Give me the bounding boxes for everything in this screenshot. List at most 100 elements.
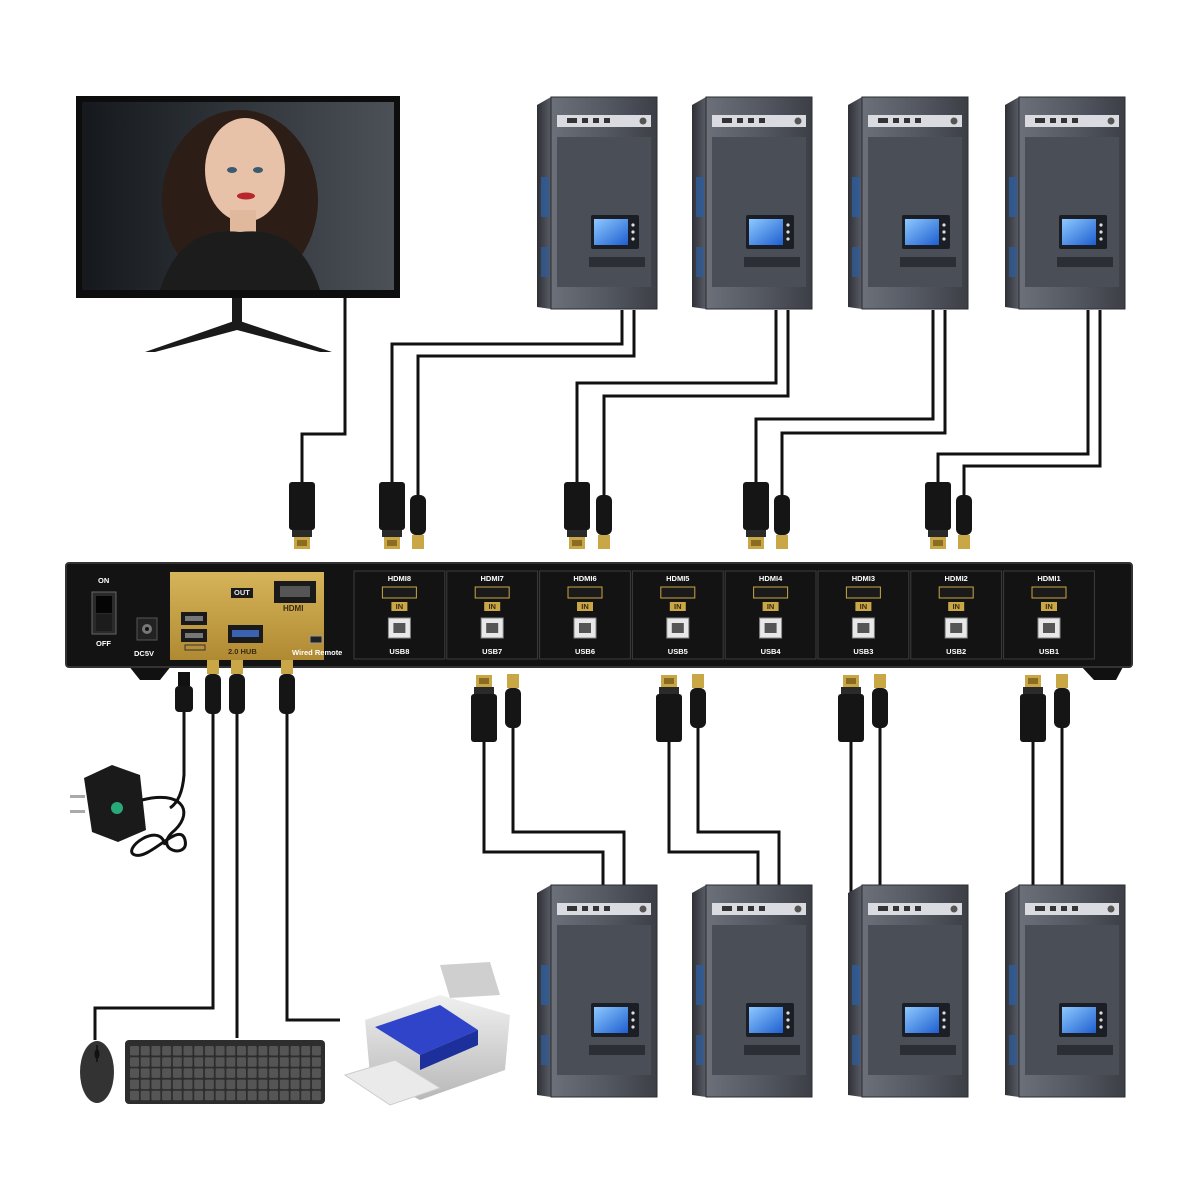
mouse bbox=[80, 1041, 114, 1103]
keyboard-key bbox=[258, 1068, 268, 1078]
keyboard-key bbox=[311, 1046, 321, 1056]
top-plugs bbox=[289, 482, 972, 549]
keyboard-key bbox=[258, 1057, 268, 1067]
monitor bbox=[76, 96, 400, 352]
keyboard-key bbox=[172, 1090, 182, 1101]
port-group-1 bbox=[353, 570, 446, 660]
printer bbox=[343, 962, 510, 1106]
keyboard-key bbox=[151, 1090, 161, 1101]
keyboard-key bbox=[269, 1057, 279, 1067]
keyboard-key bbox=[290, 1079, 300, 1090]
keyboard-key bbox=[311, 1090, 321, 1101]
port-group-4 bbox=[631, 570, 724, 660]
port-group-8 bbox=[1003, 570, 1095, 660]
usb-b-socket bbox=[579, 623, 591, 633]
in-badge bbox=[948, 602, 965, 611]
keyboard-key bbox=[215, 1046, 225, 1056]
in-badge bbox=[762, 602, 779, 611]
bottom-cables bbox=[482, 728, 1064, 925]
computer-top-2 bbox=[691, 96, 813, 310]
keyboard-key bbox=[140, 1068, 150, 1078]
hdmi-out-label: HDMI bbox=[283, 604, 304, 613]
keyboard-key bbox=[301, 1079, 311, 1090]
keyboard-key bbox=[247, 1046, 257, 1056]
usb-b-socket bbox=[857, 623, 870, 633]
keyboard-key bbox=[183, 1046, 193, 1056]
power-off-label: OFF bbox=[96, 639, 111, 648]
keyboard-key bbox=[172, 1068, 182, 1078]
computer-top-4 bbox=[1004, 96, 1126, 310]
in-label: IN bbox=[488, 602, 496, 611]
keyboard-key bbox=[140, 1046, 150, 1056]
keyboard-key bbox=[204, 1068, 214, 1078]
peripheral-cables bbox=[93, 712, 340, 1040]
usb-port-label: USB7 bbox=[482, 647, 503, 656]
keyboard-key bbox=[151, 1046, 161, 1056]
keyboard-key bbox=[151, 1079, 161, 1090]
keyboard-key bbox=[269, 1046, 279, 1056]
computer-bottom-4 bbox=[1004, 884, 1126, 1098]
hdmi-in-port bbox=[660, 586, 696, 599]
wired-remote-label: Wired Remote bbox=[292, 648, 343, 657]
keyboard-key bbox=[279, 1046, 289, 1056]
keyboard-key bbox=[162, 1068, 172, 1078]
keyboard-key bbox=[226, 1068, 236, 1078]
keyboard-key bbox=[290, 1068, 300, 1078]
keyboard-key bbox=[204, 1079, 214, 1090]
keyboard-key bbox=[183, 1079, 193, 1090]
in-badge bbox=[855, 602, 872, 611]
keyboard-key bbox=[290, 1046, 300, 1056]
keyboard-key bbox=[269, 1079, 279, 1090]
keyboard-key bbox=[194, 1068, 204, 1078]
hub-label: 2.0 HUB bbox=[228, 647, 257, 656]
keyboard-key bbox=[130, 1057, 139, 1067]
keyboard-key bbox=[311, 1057, 321, 1067]
usb-b-socket bbox=[393, 623, 406, 633]
keyboard-key bbox=[226, 1046, 236, 1056]
keyboard-key bbox=[237, 1090, 246, 1101]
keyboard-key bbox=[183, 1090, 193, 1101]
in-label: IN bbox=[766, 602, 775, 611]
keyboard-key bbox=[130, 1079, 139, 1090]
usb-port-label: USB6 bbox=[574, 647, 595, 656]
keyboard-key bbox=[140, 1090, 150, 1101]
usb-b-socket bbox=[950, 623, 963, 633]
hdmi-port-label: HDMI5 bbox=[666, 574, 690, 583]
hdmi-in-port bbox=[381, 586, 417, 599]
port-group-6 bbox=[817, 570, 910, 660]
keyboard-key bbox=[183, 1068, 193, 1078]
keyboard-key bbox=[226, 1079, 236, 1090]
keyboard-key bbox=[162, 1090, 172, 1101]
keyboard-key bbox=[301, 1090, 311, 1101]
keyboard-key bbox=[311, 1079, 321, 1090]
keyboard-key bbox=[258, 1046, 268, 1056]
computer-bottom-1 bbox=[536, 884, 658, 1098]
port-group-2 bbox=[446, 570, 539, 660]
keyboard-key bbox=[183, 1057, 193, 1067]
keyboard bbox=[125, 1040, 325, 1104]
keyboard-key bbox=[258, 1090, 268, 1101]
bottom-plugs bbox=[471, 674, 1070, 742]
hdmi-port-label: HDMI4 bbox=[758, 574, 783, 583]
in-label: IN bbox=[952, 602, 960, 611]
keyboard-key bbox=[301, 1046, 311, 1056]
keyboard-key bbox=[172, 1057, 182, 1067]
keyboard-key bbox=[140, 1057, 150, 1067]
keyboard-key bbox=[204, 1090, 214, 1101]
keyboard-key bbox=[269, 1068, 279, 1078]
top-cables bbox=[300, 298, 1102, 495]
usb-port-label: USB2 bbox=[946, 647, 967, 656]
hdmi-port-label: HDMI3 bbox=[851, 574, 876, 583]
in-label: IN bbox=[581, 602, 589, 611]
keyboard-key bbox=[151, 1068, 161, 1078]
hdmi-in-port bbox=[1031, 586, 1067, 599]
keyboard-key bbox=[215, 1090, 225, 1101]
keyboard-key bbox=[247, 1057, 257, 1067]
keyboard-key bbox=[279, 1090, 289, 1101]
hdmi-port-label: HDMI8 bbox=[387, 574, 412, 583]
keyboard-key bbox=[279, 1057, 289, 1067]
keyboard-key bbox=[237, 1057, 246, 1067]
keyboard-key bbox=[237, 1068, 246, 1078]
keyboard-key bbox=[226, 1090, 236, 1101]
